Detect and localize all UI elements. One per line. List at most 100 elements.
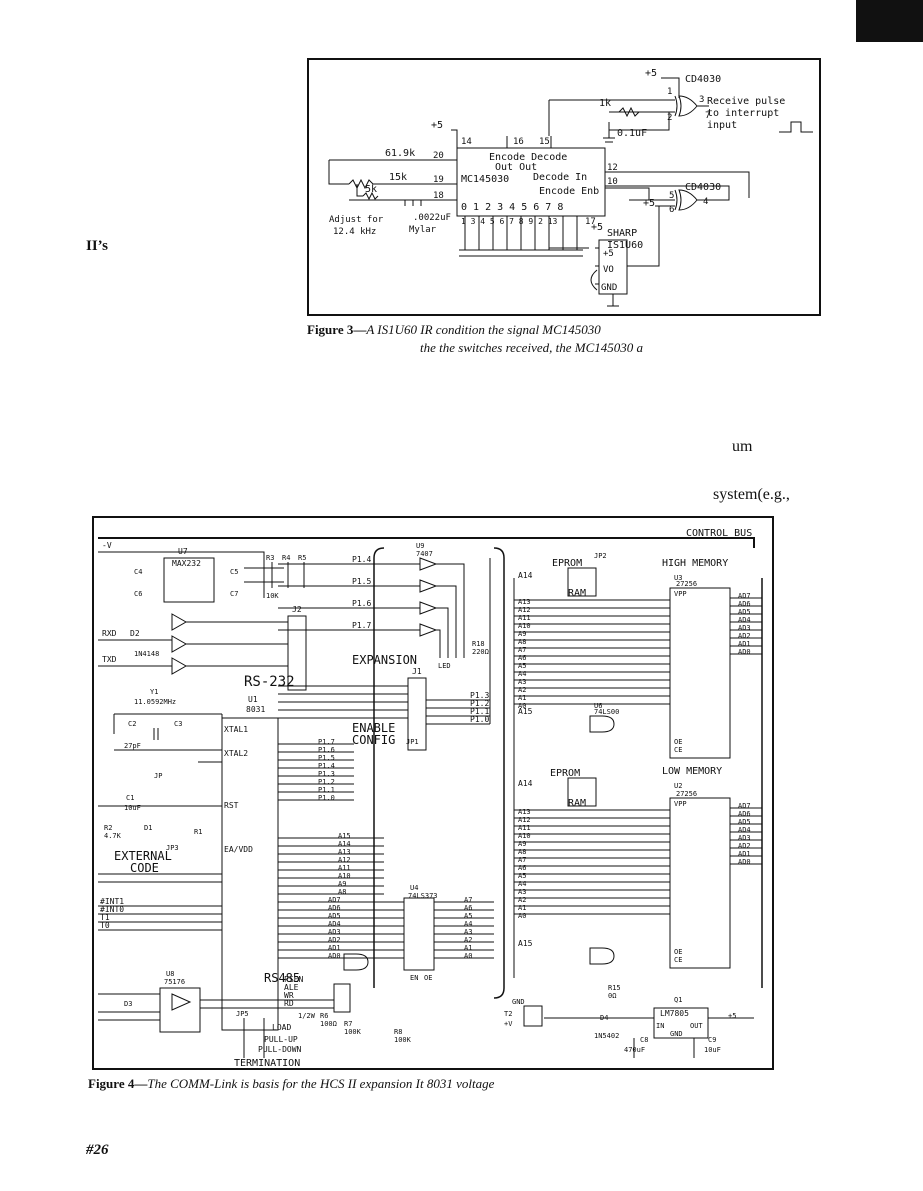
- svg-text:16: 16: [513, 137, 524, 147]
- p2-pin-label: A12: [338, 856, 351, 864]
- p1-pin-label: P1.6: [318, 746, 335, 754]
- svg-text:8031: 8031: [246, 705, 265, 714]
- low-mem-addr-label: A3: [518, 888, 526, 896]
- high-memory-chip: [669, 587, 731, 759]
- low-memory-chip: [669, 797, 731, 969]
- svg-text:1k: 1k: [599, 98, 611, 109]
- svg-text:5k: 5k: [365, 184, 377, 195]
- figure-4-pin-labels: A13A12A11A10A9A8A7A6A5A4A3A2A1A0A13A12A1…: [318, 592, 751, 960]
- svg-text:CE: CE: [674, 956, 682, 964]
- svg-text:SHARP: SHARP: [607, 228, 637, 239]
- low-mem-data-label: AD7: [738, 802, 751, 810]
- svg-text:+5: +5: [728, 1012, 736, 1020]
- svg-text:27256: 27256: [676, 580, 697, 588]
- svg-text:R7: R7: [344, 1020, 352, 1028]
- svg-text:Receive pulse: Receive pulse: [707, 96, 785, 107]
- svg-text:3: 3: [699, 95, 704, 105]
- p1-pin-label: P1.4: [318, 762, 335, 770]
- low-mem-data-label: AD0: [738, 858, 751, 866]
- svg-text:2: 2: [667, 113, 672, 123]
- figure-3-caption-line2: the the switches received, the MC145030 …: [420, 340, 643, 355]
- figure-4-schematic: CONTROL BUS -V U7 MAX232 C4 C5 C6 C7 R3 …: [98, 528, 763, 1068]
- svg-text:1 3 4 5 6 7 8 9 2 13: 1 3 4 5 6 7 8 9 2 13: [461, 217, 558, 226]
- svg-text:R3: R3: [266, 554, 274, 562]
- lm7805-regulator: [653, 1007, 709, 1039]
- low-mem-addr-label: A4: [518, 880, 526, 888]
- svg-text:J2: J2: [292, 605, 302, 614]
- low-mem-addr-label: A9: [518, 840, 526, 848]
- high-mem-addr-label: A13: [518, 598, 531, 606]
- svg-text:#INT1: #INT1: [100, 897, 124, 906]
- high-mem-data-label: AD7: [738, 592, 751, 600]
- svg-text:EPROM: EPROM: [550, 768, 580, 779]
- svg-text:10K: 10K: [266, 592, 279, 600]
- svg-text:220Ω: 220Ω: [472, 648, 489, 656]
- svg-text:Decode In: Decode In: [533, 172, 587, 183]
- svg-text:A15: A15: [518, 707, 533, 716]
- svg-text:CE: CE: [674, 746, 682, 754]
- svg-text:U8: U8: [166, 970, 174, 978]
- svg-text:T0: T0: [100, 921, 110, 930]
- svg-text:-V: -V: [102, 541, 112, 550]
- svg-text:RS485: RS485: [264, 971, 300, 985]
- svg-text:+5: +5: [645, 68, 657, 79]
- svg-text:15k: 15k: [389, 172, 407, 183]
- svg-text:R6: R6: [320, 1012, 328, 1020]
- high-mem-addr-label: A6: [518, 654, 526, 662]
- p1-pin-label: P1.0: [318, 794, 335, 802]
- low-mem-data-label: AD2: [738, 842, 751, 850]
- svg-text:Out Out: Out Out: [495, 162, 537, 173]
- high-mem-data-label: AD0: [738, 648, 751, 656]
- svg-text:WR: WR: [284, 991, 294, 1000]
- svg-text:P1.6: P1.6: [352, 599, 371, 608]
- svg-text:JP: JP: [154, 772, 162, 780]
- svg-text:10uF: 10uF: [704, 1046, 721, 1054]
- svg-text:20: 20: [433, 151, 444, 161]
- svg-text:27pF: 27pF: [124, 742, 141, 750]
- svg-text:EPROM: EPROM: [552, 558, 582, 569]
- svg-text:LOW MEMORY: LOW MEMORY: [662, 766, 722, 777]
- svg-text:A14: A14: [518, 571, 533, 580]
- svg-text:C1: C1: [126, 794, 134, 802]
- latch-out-label: A2: [464, 936, 472, 944]
- svg-text:1N4148: 1N4148: [134, 650, 159, 658]
- high-mem-addr-label: A5: [518, 662, 526, 670]
- svg-text:12.4 kHz: 12.4 kHz: [333, 227, 376, 237]
- p2-pin-label: A9: [338, 880, 346, 888]
- svg-text:GND: GND: [512, 998, 525, 1006]
- svg-text:VPP: VPP: [674, 800, 687, 808]
- svg-text:to interrupt: to interrupt: [707, 108, 779, 119]
- svg-text:Y1: Y1: [150, 688, 158, 696]
- svg-text:LOAD: LOAD: [272, 1023, 291, 1032]
- svg-text:61.9k: 61.9k: [385, 148, 415, 159]
- p1-pin-label: P1.2: [318, 778, 335, 786]
- svg-text:#INT0: #INT0: [100, 905, 124, 914]
- svg-text:RAM: RAM: [568, 588, 586, 599]
- low-mem-data-label: AD1: [738, 850, 751, 858]
- svg-text:1/2W: 1/2W: [298, 1012, 316, 1020]
- high-mem-addr-label: A2: [518, 686, 526, 694]
- svg-text:C3: C3: [174, 720, 182, 728]
- svg-text:XTAL1: XTAL1: [224, 725, 248, 734]
- low-mem-addr-label: A6: [518, 864, 526, 872]
- svg-text:P1.4: P1.4: [352, 555, 371, 564]
- svg-text:ENABLE: ENABLE: [352, 721, 395, 735]
- svg-text:470uF: 470uF: [624, 1046, 645, 1054]
- svg-text:VPP: VPP: [674, 590, 687, 598]
- high-mem-data-label: AD4: [738, 616, 751, 624]
- svg-text:27256: 27256: [676, 790, 697, 798]
- p2-pin-label: A10: [338, 872, 351, 880]
- svg-text:RST: RST: [224, 801, 239, 810]
- figure-4-caption: Figure 4—The COMM-Link is basis for the …: [88, 1076, 495, 1091]
- p0-pin-label: AD4: [328, 920, 341, 928]
- svg-text:100K: 100K: [344, 1028, 362, 1036]
- svg-text:PULL-DOWN: PULL-DOWN: [258, 1045, 302, 1054]
- svg-text:LED: LED: [438, 662, 451, 670]
- latch-out-label: A1: [464, 944, 472, 952]
- low-mem-addr-label: A8: [518, 848, 526, 856]
- figure-4-box: CONTROL BUS -V U7 MAX232 C4 C5 C6 C7 R3 …: [92, 516, 774, 1070]
- text-fragment-um: um: [732, 438, 753, 455]
- figure-3-schematic: +5 CD4030 Receive pulse to interrupt inp…: [328, 68, 813, 307]
- low-mem-addr-label: A7: [518, 856, 526, 864]
- svg-text:7: 7: [705, 111, 710, 121]
